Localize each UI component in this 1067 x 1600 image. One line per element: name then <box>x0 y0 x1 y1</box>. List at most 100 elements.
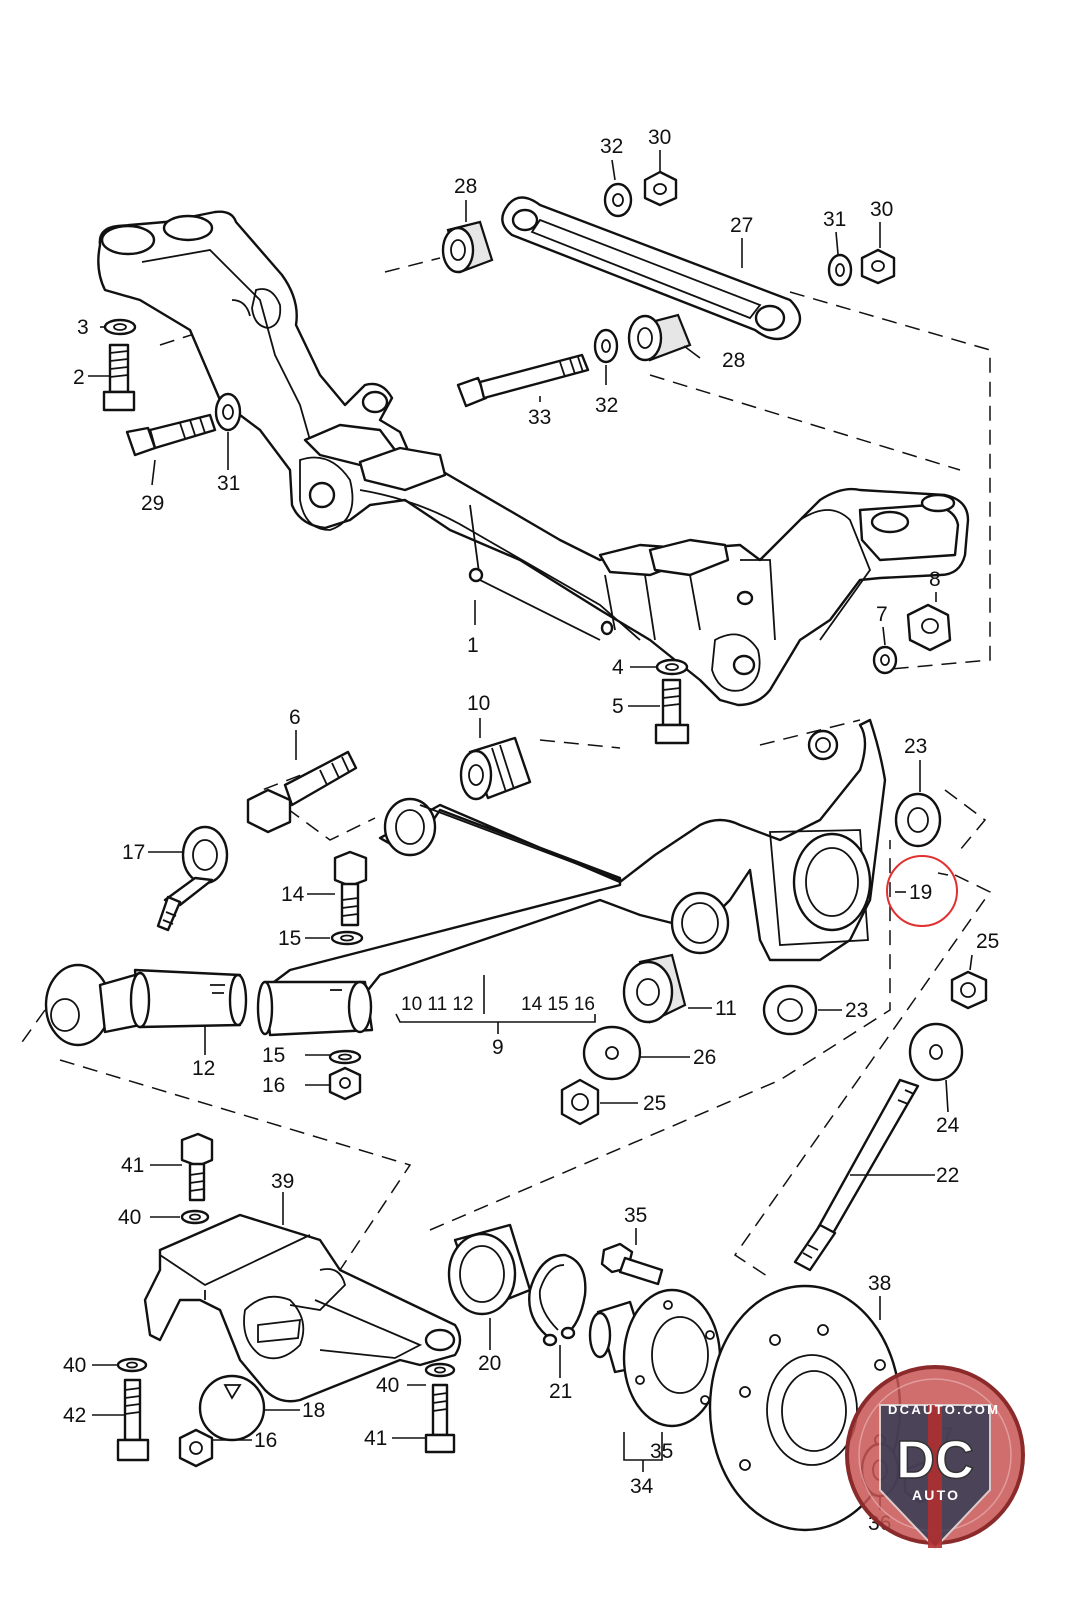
callout-40-right: 40 <box>376 1374 399 1397</box>
washer-31-left <box>214 392 242 432</box>
washer-40-right <box>424 1362 456 1378</box>
callout-31-left: 31 <box>217 472 240 495</box>
bolt-2 <box>102 343 136 412</box>
washer-15-bottom <box>328 1049 362 1065</box>
callout-10: 10 <box>467 692 490 715</box>
control-link-27 <box>501 196 802 341</box>
callout-30-right: 30 <box>870 198 893 221</box>
washer-24 <box>908 1022 964 1082</box>
callout-6: 6 <box>289 706 301 729</box>
tie-rod-end-17 <box>156 825 229 932</box>
washer-31-right <box>827 253 853 287</box>
callout-4: 4 <box>612 656 624 679</box>
bushing-12-right <box>256 980 374 1037</box>
assembly-guide-lines <box>19 257 992 1279</box>
callout-27: 27 <box>730 214 753 237</box>
callout-labels: 1 2 3 4 5 6 7 8 9 10 11 12 14 15 15 16 1… <box>63 126 999 1535</box>
callout-15-bottom: 15 <box>262 1044 285 1067</box>
callout-11: 11 <box>715 997 737 1020</box>
washer-40-top <box>180 1209 210 1225</box>
washer-32-top <box>603 182 633 218</box>
bolt-14 <box>333 850 368 927</box>
wheel-bearing-20 <box>447 1223 532 1316</box>
callout-32-mid: 32 <box>595 394 618 417</box>
spacer-23-bottom <box>762 984 818 1036</box>
callout-25-right: 25 <box>976 930 999 953</box>
callout-33: 33 <box>528 406 551 429</box>
washer-7 <box>872 645 898 675</box>
callout-16-bottom: 16 <box>254 1429 277 1452</box>
callout-35-top: 35 <box>624 1204 647 1227</box>
callout-35-bottom: 35 <box>650 1440 673 1463</box>
dcauto-watermark-logo: DCAUTO.COM DC AUTO <box>845 1365 1025 1550</box>
callout-20: 20 <box>478 1352 501 1375</box>
nut-30-right <box>860 248 896 285</box>
callout-24: 24 <box>936 1114 960 1137</box>
callout-41-top: 41 <box>121 1154 144 1177</box>
callout-7: 7 <box>876 603 888 626</box>
mounting-bracket-39 <box>143 1213 462 1403</box>
nut-16-bottom <box>178 1428 214 1468</box>
callout-26: 26 <box>693 1046 716 1069</box>
nut-16-mid <box>328 1066 362 1101</box>
callout-40-left: 40 <box>63 1354 86 1377</box>
drive-flange-34 <box>588 1288 722 1428</box>
callout-32-top: 32 <box>600 135 623 158</box>
rear-crossmember-subframe <box>97 210 970 707</box>
callout-2: 2 <box>73 366 85 389</box>
nut-8 <box>906 603 952 652</box>
callout-17: 17 <box>122 841 145 864</box>
leader-lines <box>88 150 973 1510</box>
callout-22: 22 <box>936 1164 959 1187</box>
callout-21: 21 <box>549 1380 572 1403</box>
callout-41-bottom: 41 <box>364 1427 387 1450</box>
callout-8: 8 <box>929 568 941 591</box>
bolt-29 <box>125 413 217 457</box>
callout-31-right: 31 <box>823 208 846 231</box>
callout-15-top: 15 <box>278 927 301 950</box>
callout-42: 42 <box>63 1404 86 1427</box>
washer-40-left <box>116 1357 148 1373</box>
bolt-33 <box>456 353 590 408</box>
callout-14: 14 <box>281 883 305 906</box>
callout-1: 1 <box>467 634 479 657</box>
trailing-arm-9 <box>268 718 887 1002</box>
nut-30-top <box>643 170 678 207</box>
bolt-41-top <box>180 1132 214 1202</box>
nut-25-right <box>950 970 988 1010</box>
washer-3 <box>103 318 137 336</box>
bushing-10 <box>459 736 532 801</box>
callout-34: 34 <box>630 1475 654 1498</box>
callout-39: 39 <box>271 1170 294 1193</box>
bolt-6 <box>246 750 358 834</box>
spacer-23-top <box>894 792 942 848</box>
callout-12: 12 <box>192 1057 215 1080</box>
circlip-21 <box>528 1253 587 1347</box>
bolt-42 <box>116 1378 150 1462</box>
callout-group-10-11-12: 10 11 12 <box>401 994 474 1015</box>
callout-16-mid: 16 <box>262 1074 285 1097</box>
bushing-11 <box>622 953 687 1024</box>
watermark-logo: DC <box>896 1430 974 1490</box>
washer-4 <box>655 658 689 676</box>
washer-26 <box>582 1025 642 1081</box>
bushing-28-right <box>627 313 692 362</box>
bushing-28-top <box>441 220 494 274</box>
bolt-35 <box>600 1242 664 1286</box>
washer-32-mid <box>593 328 619 364</box>
callout-5: 5 <box>612 695 624 718</box>
highlight-circle-19 <box>886 855 958 927</box>
callout-25-bottom: 25 <box>643 1092 666 1115</box>
callout-30-top: 30 <box>648 126 671 149</box>
callout-9: 9 <box>492 1036 504 1059</box>
nut-25-bottom <box>560 1078 600 1126</box>
bolt-41-bottom <box>424 1383 456 1454</box>
callout-23-top: 23 <box>904 735 927 758</box>
callout-19: 19 <box>909 881 932 904</box>
rod-end-and-bushing-12 <box>44 963 248 1047</box>
callout-29: 29 <box>141 492 164 515</box>
callout-38: 38 <box>868 1272 891 1295</box>
callout-23-bottom: 23 <box>845 999 868 1022</box>
washer-15-top <box>330 930 364 946</box>
